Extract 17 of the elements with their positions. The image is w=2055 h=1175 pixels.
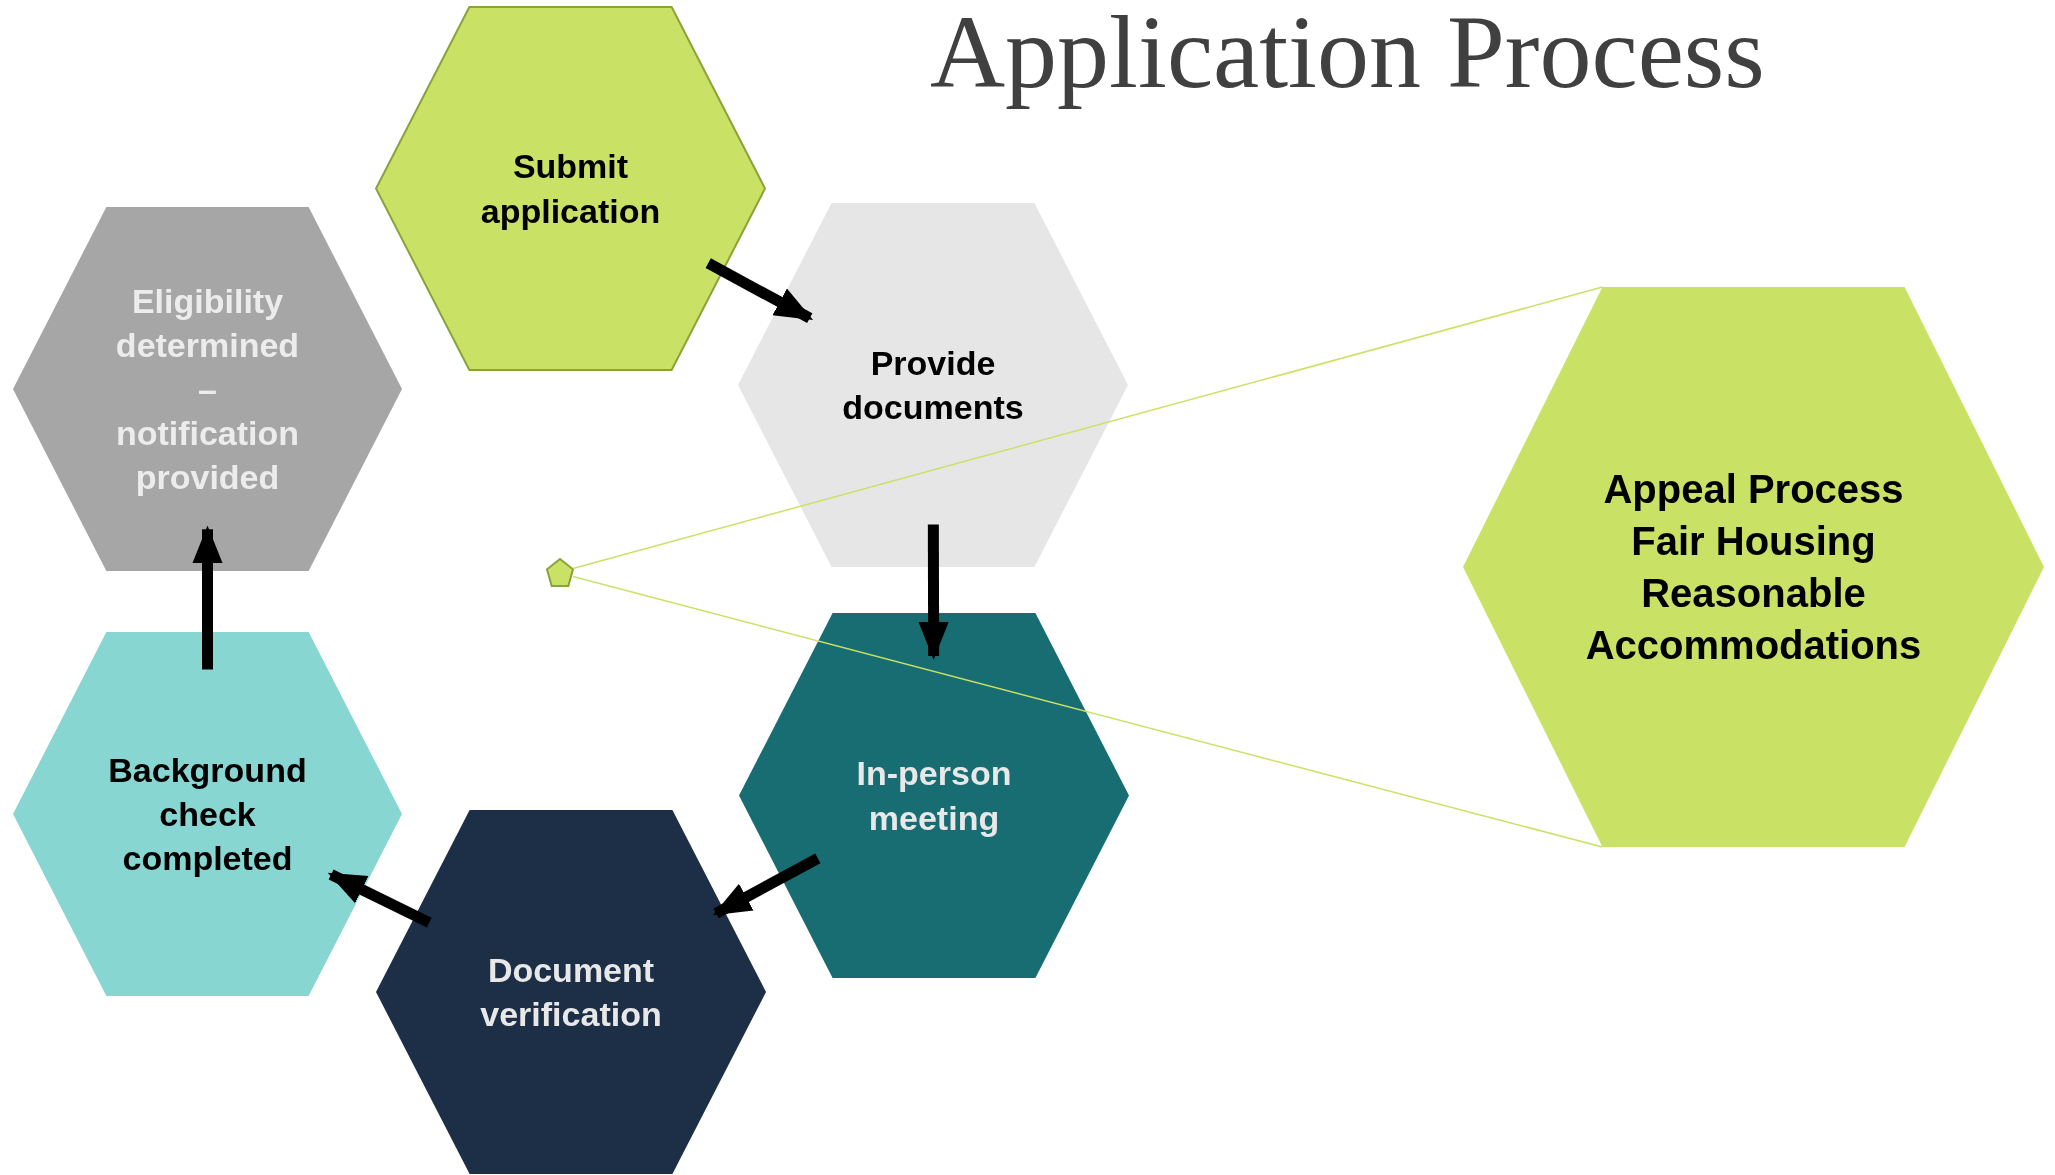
arrow (327, 869, 432, 928)
step-label: Document verification (479, 949, 663, 1035)
leader-line (572, 286, 1604, 570)
arrow (192, 525, 223, 670)
step-label: Submit application (479, 146, 662, 232)
step-label: Appeal Process (1603, 466, 1904, 513)
arrow (705, 258, 814, 324)
step-label: Eligibility determined – notification provided (114, 280, 301, 499)
step-label: Background check completed (107, 749, 308, 880)
step-label: In-person meeting (855, 753, 1013, 839)
arrow (918, 524, 949, 660)
leader-line (572, 575, 1604, 848)
step-label: Fair Housing (1631, 518, 1876, 565)
step-label: Provide documents (841, 342, 1025, 428)
step-label: Reasonable Accommodations (1584, 570, 1923, 669)
title: Application Process (930, 0, 1765, 111)
arrow (712, 853, 821, 919)
